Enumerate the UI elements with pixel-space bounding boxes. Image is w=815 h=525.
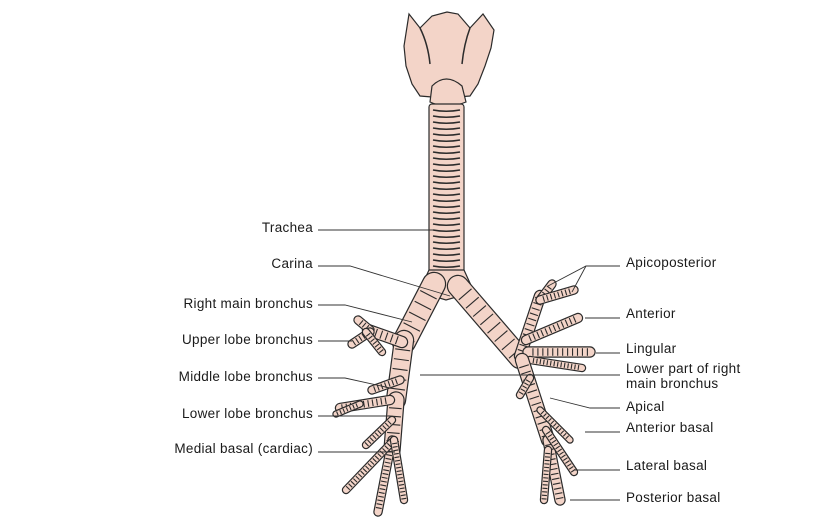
trachea-ring [432,217,461,220]
right-superior-sub [332,400,364,418]
leader-apical [549,397,620,409]
trachea-ring [432,223,461,226]
trachea-ring [432,205,461,208]
trachea-ring [432,127,461,130]
upper-lobe-posterior [361,327,387,357]
right-lateral-basal [341,435,399,495]
middle-lobe-bronchus [367,375,405,395]
trachea-ring [432,121,461,124]
left-basal-sub [539,445,553,505]
trachea-ring [432,253,461,256]
left-apicoposterior-b [535,285,579,305]
trachea-ring [432,181,461,184]
right-posterior-basal [389,435,409,505]
leader-apicoposterior-b [571,265,587,293]
lingular-bronchus [522,346,596,358]
lingular-inferior [525,355,587,373]
label-carina: Carina [271,256,313,271]
left-anterior [520,312,584,346]
trachea-ring [432,145,461,148]
leader-right-main-bronchus [318,304,413,323]
label-medial-basal: Medial basal (cardiac) [174,441,313,456]
left-upper-division [513,289,547,363]
label-lower-lobe-bronchus: Lower lobe bronchus [181,406,313,421]
trachea-ring [432,241,461,244]
trachea-ring [432,211,461,214]
trachea-ring [432,169,461,172]
larynx-fold [461,27,471,65]
right-intermediate-bronchus [385,329,415,411]
label-trachea: Trachea [261,220,313,235]
trachea-ring [432,151,461,154]
trachea-ring [432,229,461,232]
leader-carina [318,265,451,297]
label-posterior-basal: Posterior basal [626,490,721,505]
trachea-ring [432,109,461,112]
trachea-ring [432,139,461,142]
trachea-ring [432,115,461,118]
left-main-bronchus [446,274,532,370]
label-right-main-bronchus: Right main bronchus [183,296,313,311]
right-medial-basal [361,415,397,450]
trachea-ring [432,133,461,136]
trachea-ring [432,175,461,178]
leader-lines [318,229,620,501]
larynx-fold [419,27,431,65]
trachea-ring [432,235,461,238]
larynx [403,11,495,99]
left-apical [515,373,535,400]
label-anterior: Anterior [626,306,676,321]
left-lateral-basal [541,425,579,477]
left-anterior-basal [536,406,574,444]
trachea-ring [432,187,461,190]
trachea-ring [432,163,461,166]
label-lower-part-right-main-line1: Lower part of right [626,361,741,376]
trachea-ring [432,193,461,196]
label-anterior-basal: Anterior basal [626,420,714,435]
label-apicoposterior: Apicoposterior [626,255,717,270]
trachea-ring [432,157,461,160]
label-lateral-basal: Lateral basal [626,458,708,473]
label-middle-lobe-bronchus: Middle lobe bronchus [178,369,313,384]
label-lingular: Lingular [626,341,677,356]
trachea-ring [432,259,461,262]
trachea-ring [432,199,461,202]
trachea-ring [432,265,461,268]
bronchial-branches [332,269,596,517]
trachea-rings [432,109,461,268]
label-lower-part-right-main-line2: main bronchus [626,376,719,391]
label-apical: Apical [626,399,665,414]
label-upper-lobe-bronchus: Upper lobe bronchus [181,332,313,347]
leader-middle-lobe-bronchus [318,377,391,389]
trachea-ring [432,247,461,250]
